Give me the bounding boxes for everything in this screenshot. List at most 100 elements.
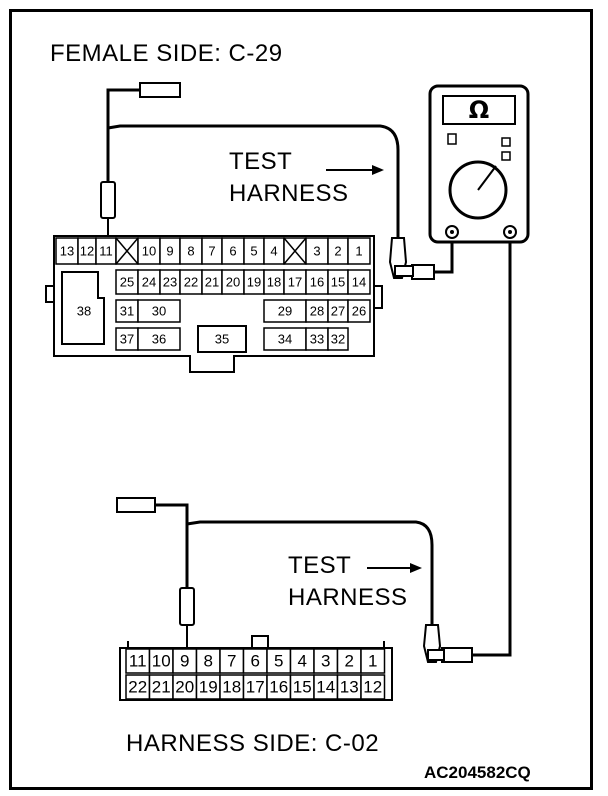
pin-38-label: 38 xyxy=(77,304,91,319)
pin-1-cell xyxy=(347,237,371,265)
meter-button-left xyxy=(447,133,457,145)
top-connector-title: FEMALE SIDE: C-29 xyxy=(50,40,283,67)
pin-26-cell xyxy=(347,299,371,323)
pin-11-label: 11 xyxy=(99,244,113,259)
pin-30-cell xyxy=(137,299,181,323)
top-harness-plug xyxy=(139,82,181,98)
meter-dial-pointer xyxy=(477,165,497,191)
c02-pin-10-label: 10 xyxy=(152,652,171,671)
pin-4-label: 4 xyxy=(270,244,277,259)
meter-lead-bottom xyxy=(470,236,512,657)
meter-lead-top xyxy=(432,236,454,274)
c02-pin-9-label: 9 xyxy=(180,652,189,671)
pin-36-label: 36 xyxy=(152,332,166,347)
pin-2-label: 2 xyxy=(334,244,341,259)
pin-28-label: 28 xyxy=(310,304,324,319)
pin-36-cell xyxy=(137,327,181,351)
pin-20-label: 20 xyxy=(226,275,240,290)
top-harness-wire xyxy=(107,124,400,238)
test-harness-bottom-line1: TEST xyxy=(288,552,352,579)
test-harness-top-line1: TEST xyxy=(229,148,293,175)
meter-display xyxy=(442,95,516,125)
pin-30-label: 30 xyxy=(152,304,166,319)
arrow-bottom-head xyxy=(410,563,422,573)
pin-32-cell xyxy=(327,327,349,351)
bottom-harness-plug xyxy=(116,497,156,513)
c02-pin-12-label: 12 xyxy=(363,678,382,697)
c02-pin-13-label: 13 xyxy=(340,678,359,697)
pin-14-cell xyxy=(347,269,371,295)
pin-34-label: 34 xyxy=(278,332,292,347)
c02-pin-17-label: 17 xyxy=(246,678,265,697)
pin-31-label: 31 xyxy=(120,304,134,319)
pin-14-label: 14 xyxy=(352,275,366,290)
cavity-35 xyxy=(197,325,247,353)
pin-19-label: 19 xyxy=(247,275,261,290)
pin-18-label: 18 xyxy=(267,275,281,290)
c02-pin-1-cell xyxy=(360,648,386,674)
test-harness-bottom-line2: HARNESS xyxy=(288,584,408,611)
blocked-cavity-1-x xyxy=(115,237,139,265)
pin-6-label: 6 xyxy=(229,244,236,259)
c02-pin-7-label: 7 xyxy=(227,652,236,671)
ohmmeter: Ω xyxy=(428,84,530,244)
pin-8-label: 8 xyxy=(187,244,194,259)
c02-pin-15-label: 15 xyxy=(293,678,312,697)
c02-pin-3-label: 3 xyxy=(321,652,330,671)
connector-c29-lug-right xyxy=(373,285,383,309)
bottom-clip-body xyxy=(427,649,445,661)
bottom-connector-title: HARNESS SIDE: C-02 xyxy=(126,730,380,757)
c02-pin-5-label: 5 xyxy=(274,652,283,671)
arrow-top-head xyxy=(372,165,384,175)
pin-29-label: 29 xyxy=(278,304,292,319)
c02-pin-12-cell xyxy=(360,674,386,700)
figure-code: AC204582CQ xyxy=(424,763,531,782)
pin-15-label: 15 xyxy=(331,275,345,290)
connector-c29-lug-left xyxy=(45,285,55,303)
bottom-harness-wire xyxy=(186,520,434,625)
pin-16-label: 16 xyxy=(310,275,324,290)
c02-pin-2-label: 2 xyxy=(345,652,354,671)
pin-3-label: 3 xyxy=(313,244,320,259)
c02-pin-8-label: 8 xyxy=(204,652,213,671)
pin-26-label: 26 xyxy=(352,304,366,319)
pin-12-label: 12 xyxy=(80,244,94,259)
cavity-38 xyxy=(61,271,105,345)
pin-21-label: 21 xyxy=(205,275,219,290)
pin-35-label: 35 xyxy=(215,332,229,347)
c02-pin-18-label: 18 xyxy=(222,678,241,697)
c02-pin-20-label: 20 xyxy=(175,678,194,697)
bottom-probe xyxy=(179,587,195,626)
c02-pin-19-label: 19 xyxy=(199,678,218,697)
bottom-harness-wire-stub xyxy=(155,503,189,588)
ohm-symbol: Ω xyxy=(469,96,489,124)
meter-jack-right-core xyxy=(508,230,512,234)
pin-24-label: 24 xyxy=(142,275,156,290)
connector-c02-latch xyxy=(251,635,269,649)
bottom-clip-plug xyxy=(441,647,473,663)
test-harness-top-line2: HARNESS xyxy=(229,180,349,207)
c02-pin-21-label: 21 xyxy=(152,678,171,697)
pin-17-label: 17 xyxy=(288,275,302,290)
c02-pin-1-label: 1 xyxy=(368,652,377,671)
c02-pin-11-label: 11 xyxy=(129,652,147,671)
c02-pin-22-label: 22 xyxy=(128,678,147,697)
top-harness-wire-stub xyxy=(106,88,140,182)
meter-button-right-top xyxy=(501,137,511,147)
pin-23-label: 23 xyxy=(163,275,177,290)
pin-22-label: 22 xyxy=(184,275,198,290)
top-clip-body xyxy=(394,265,414,277)
meter-button-right-mid xyxy=(501,151,511,161)
top-clip-plug xyxy=(411,264,435,280)
c02-pin-14-label: 14 xyxy=(316,678,335,697)
pin-33-label: 33 xyxy=(310,332,324,347)
pin-37-label: 37 xyxy=(120,332,134,347)
c02-pin-16-label: 16 xyxy=(269,678,288,697)
meter-jack-left-core xyxy=(450,230,454,234)
pin-7-label: 7 xyxy=(208,244,215,259)
pin-10-label: 10 xyxy=(142,244,156,259)
